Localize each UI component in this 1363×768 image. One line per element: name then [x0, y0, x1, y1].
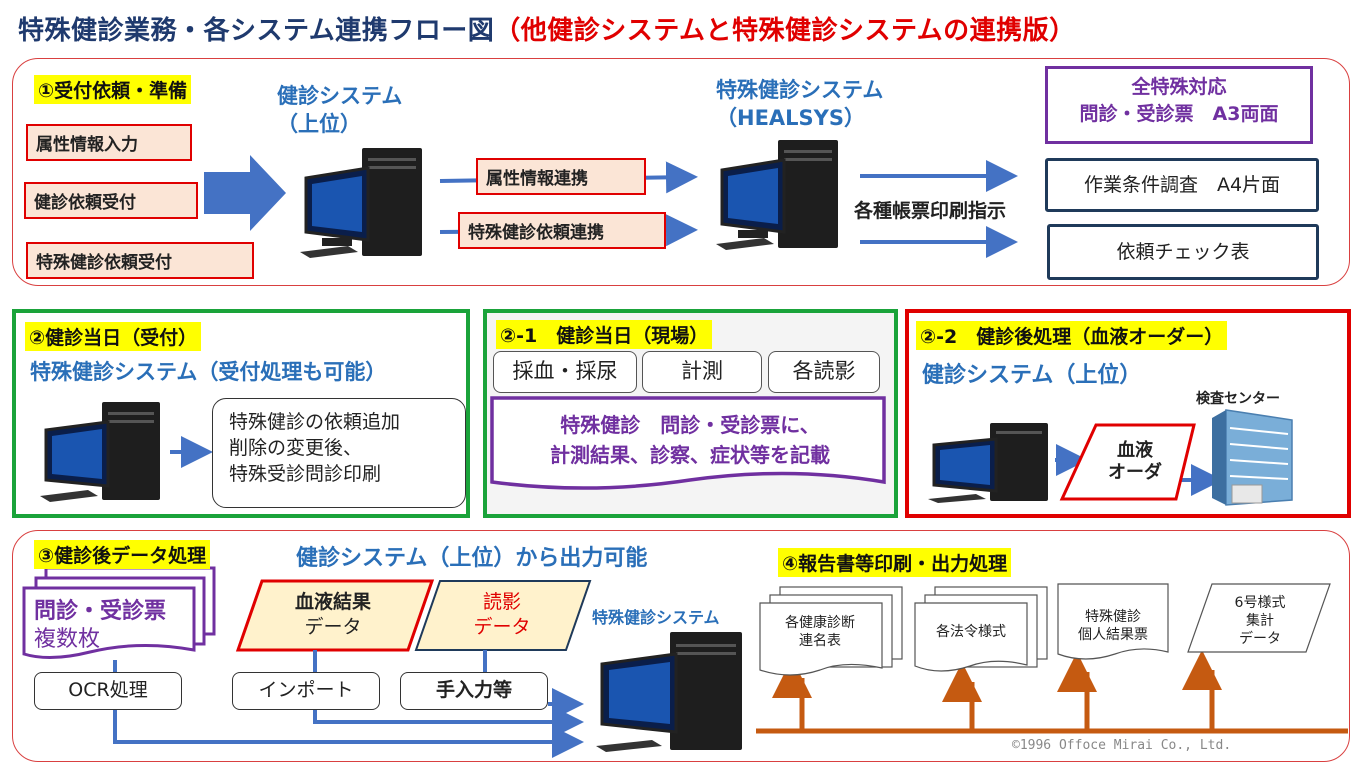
pc-icon-healsys-upper [300, 148, 430, 258]
note21-line1: 特殊健診 問診・受診票に、 [560, 413, 820, 437]
system-upper-label: 健診システム （上位） [277, 82, 402, 138]
read-data-parallelogram [414, 580, 592, 651]
forms-line2: 複数枚 [34, 627, 101, 652]
manual-input-box: 手入力等 [400, 672, 548, 710]
section-1-frame [12, 58, 1350, 286]
doc-shapes [759, 583, 1331, 676]
section-2-1-note: 特殊健診 問診・受診票に、 計測結果、診察、症状等を記載 [500, 410, 880, 470]
doc-form6-line1: 6号様式 [1234, 595, 1286, 611]
section-1-heading: ①受付依頼・準備 [34, 75, 192, 104]
section-2-frame [12, 309, 470, 518]
blood-order-line1: 血液 [1117, 440, 1153, 461]
blood-result-label: 血液結果 データ [258, 590, 408, 640]
doc-legal-line1: 各法令様式 [936, 624, 1006, 640]
system-upper-line2: （上位） [277, 112, 361, 136]
section-2-2-system: 健診システム（上位） [922, 363, 1142, 388]
doc-individual-line1: 特殊健診 [1085, 609, 1141, 625]
item-blood-urine: 採血・採尿 [493, 351, 637, 393]
link-attr: 属性情報連携 [476, 158, 646, 195]
doc-legal-forms: 各法令様式 [915, 623, 1027, 641]
import-box: インポート [232, 672, 380, 710]
doc-individual-result: 特殊健診 個人結果票 [1058, 608, 1168, 644]
note-line-1: 特殊健診の依頼追加 [229, 411, 401, 433]
page-title: 特殊健診業務・各システム連携フロー図（他健診システムと特殊健診システムの連携版） [18, 10, 1076, 47]
system-healsys-line1: 特殊健診システム [716, 78, 884, 102]
section-3-system: 健診システム（上位）から出力可能 [296, 546, 648, 571]
doc-roster: 各健康診断 連名表 [760, 614, 880, 650]
input-attr: 属性情報入力 [26, 124, 192, 161]
title-main: 特殊健診業務・各システム連携フロー図 [18, 16, 495, 46]
forms-label: 問診・受診票 複数枚 [34, 598, 166, 654]
title-sub: （他健診システムと特殊健診システムの連携版） [494, 16, 1076, 46]
note-line-2: 削除の変更後、 [229, 437, 363, 459]
section-2-2-frame [905, 309, 1351, 518]
output-work-survey: 作業条件調査 A4片面 [1045, 158, 1319, 212]
blood-order-label: 血液 オーダ [1090, 440, 1180, 484]
read-data-line2: データ [473, 616, 531, 638]
system-upper-line1: 健診システム [277, 84, 403, 108]
section-3-target-system: 特殊健診システム [592, 608, 720, 627]
doc-form6-line3: データ [1239, 631, 1281, 647]
item-reading: 各読影 [768, 351, 880, 393]
section-3-heading: ③健診後データ処理 [34, 540, 211, 569]
system-healsys-label: 特殊健診システム （HEALSYS） [716, 76, 883, 132]
read-data-line1: 読影 [482, 591, 521, 613]
doc-form6-data: 6号様式 集計 データ [1200, 594, 1320, 648]
big-arrow [204, 155, 286, 231]
section-2-heading: ②健診当日（受付） [25, 322, 202, 351]
blood-result-parallelogram [235, 579, 435, 652]
blood-result-line1: 血液結果 [294, 591, 371, 613]
note21-line2: 計測結果、診察、症状等を記載 [550, 443, 830, 467]
output-all-special: 全特殊対応 問診・受診票 A3両面 [1045, 66, 1313, 144]
read-data-label: 読影 データ [432, 590, 572, 640]
ocr-box: OCR処理 [34, 672, 182, 710]
pc-icon-section3 [596, 632, 746, 752]
output-check-list: 依頼チェック表 [1047, 224, 1319, 280]
output-all-special-line1: 全特殊対応 [1131, 76, 1227, 98]
doc-individual-line2: 個人結果票 [1078, 627, 1148, 643]
output-all-special-line2: 問診・受診票 A3両面 [1079, 103, 1279, 125]
doc-roster-line2: 連名表 [799, 633, 841, 649]
note-line-3: 特殊受診問診印刷 [229, 463, 382, 485]
section-4-heading: ④報告書等印刷・出力処理 [778, 548, 1012, 577]
forms-line1: 問診・受診票 [34, 599, 167, 624]
building-icon [1212, 409, 1293, 506]
pc-icon-healsys [716, 140, 846, 250]
blood-order-parallelogram [1059, 423, 1196, 501]
print-instruction-label: 各種帳票印刷指示 [854, 200, 1007, 222]
copyright: ©1996 Offoce Mirai Co., Ltd. [1012, 738, 1232, 753]
section-2-system: 特殊健診システム（受付処理も可能） [30, 360, 387, 384]
section-3-frame [12, 530, 1350, 762]
doc-roster-line1: 各健康診断 [785, 615, 855, 631]
input-special-request: 特殊健診依頼受付 [26, 242, 254, 279]
section-2-2-heading: ②-2 健診後処理（血液オーダー） [916, 321, 1228, 350]
section-2-1-heading: ②-1 健診当日（現場） [496, 320, 713, 349]
blood-order-line2: オーダ [1108, 462, 1162, 483]
note-wavy-box [490, 396, 886, 490]
pc-icon-section2-2 [928, 423, 1058, 503]
system-healsys-line2: （HEALSYS） [716, 106, 866, 130]
pc-icon-section2 [40, 402, 170, 502]
link-special: 特殊健診依頼連携 [458, 212, 666, 249]
section-2-note: 特殊健診の依頼追加 削除の変更後、 特殊受診問診印刷 [212, 398, 466, 508]
inspection-center-label: 検査センター [1196, 391, 1280, 407]
doc-form6-line2: 集計 [1246, 613, 1274, 629]
input-health-request: 健診依頼受付 [24, 182, 198, 219]
item-measure: 計測 [642, 351, 762, 393]
blood-result-line2: データ [304, 616, 362, 638]
